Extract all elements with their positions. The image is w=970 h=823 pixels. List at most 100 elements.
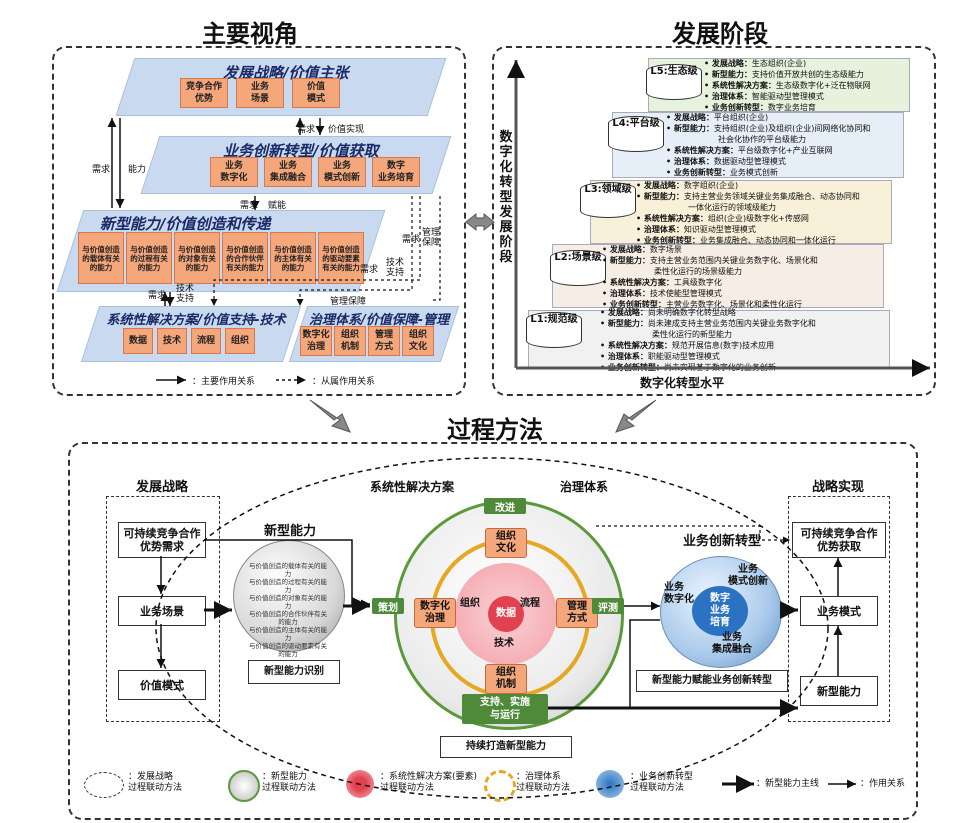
stage-detail-line: • 新型能力：支持价值开放共创的生态级能力 <box>704 69 871 80</box>
arrow-label-demand: 需求 <box>148 291 167 301</box>
stage-detail-label: • 治理体系： <box>600 352 648 361</box>
governance-item: 数字化 治理 <box>300 326 332 356</box>
stage-detail-label: • 业务创新转型： <box>666 168 730 177</box>
right-item-sustainable-gain: 可持续竞争合作 优势获取 <box>792 522 886 558</box>
stage-detail-line: • 发展战略：数字场景 <box>602 244 818 255</box>
capability-identify-label: 新型能力识别 <box>248 660 340 684</box>
stage-detail-text: 柔性化运行的场景级能力 <box>654 267 742 276</box>
stage-detail-line: • 新型能力：支持组织(企业)及组织(企业)间网络化协同和 <box>666 123 870 134</box>
stage-detail-label: • 新型能力： <box>602 256 650 265</box>
innovation-sphere-title: 业务创新转型 <box>682 534 761 549</box>
stage-detail-text: 规范开展信息(数字)技术应用 <box>671 341 775 350</box>
left-item-value-mode: 价值模式 <box>118 670 206 700</box>
stage-detail-label: • 业务创新转型： <box>636 236 700 245</box>
org-mechanism: 组织 机制 <box>485 664 527 694</box>
stage-detail-label: • 治理体系： <box>704 92 752 101</box>
sphere-word: 与价值创造的驱动要素有关的能力 <box>249 642 327 658</box>
org-culture: 组织 文化 <box>485 528 527 558</box>
stage-detail-text: 支持主营业务领域关键业务集成融合、动态协同和 <box>683 192 860 201</box>
stage-detail-line: • 治理体系：技术使能型管理模式 <box>602 288 818 299</box>
core-flow: 流程 <box>520 598 540 609</box>
stage-detail-label: • 系统性解决方案： <box>600 341 672 350</box>
legend-sub-relation: ：从属作用关系 <box>312 377 376 387</box>
solution-item: 流程 <box>191 328 221 354</box>
stage-detail-line: • 治理体系：数据驱动型管理模式 <box>666 156 870 167</box>
stage-detail-text: 生态组织(企业) <box>751 59 807 68</box>
stage-detail-text: 主营业务数字化、场景化和柔性化运行 <box>665 300 802 309</box>
stage-detail-text: 生态级数字化+泛在物联网 <box>775 81 871 90</box>
legend-strategy-text: ：发展战略 过程联动方法 <box>128 772 183 793</box>
stage-l1-cylinder: L1:规范级 <box>526 312 582 348</box>
capability-sphere <box>233 540 345 652</box>
stage-detail-line: • 发展战略：尚未明确数字化转型战略 <box>600 307 816 318</box>
stage-l3-band <box>590 180 892 244</box>
capability-sphere-title: 新型能力 <box>263 524 316 539</box>
sphere-word: 与价值创造的合作伙伴有关的能力 <box>249 610 327 626</box>
continuous-capability-label: 持续打造新型能力 <box>440 736 572 758</box>
stage-detail-text: 知识驱动型管理模式 <box>683 225 756 234</box>
main-perspective-panel <box>52 46 466 396</box>
governance-item: 管理 方式 <box>368 326 400 356</box>
stage-detail-label: • 系统性解决方案： <box>636 214 708 223</box>
legend-relation-text: ：作用关系 <box>860 779 906 789</box>
stage-detail-line: • 治理体系：知识驱动型管理模式 <box>636 224 860 235</box>
improve-label: 改进 <box>484 498 526 514</box>
stage-detail-text: 组织(企业)级数字化+传感网 <box>707 214 809 223</box>
management-mode: 管理 方式 <box>556 598 598 628</box>
capability-item: 与价值创造的合作伙伴有关的能力 <box>222 232 268 284</box>
digital-governance: 数字化 治理 <box>414 598 456 628</box>
stage-detail-line: 社会化协作的平台级能力 <box>666 134 870 145</box>
stage-detail-line: • 发展战略：平台组织(企业) <box>666 112 870 123</box>
strategy-item: 业务 场景 <box>236 78 284 108</box>
stage-detail-line: • 新型能力：尚未建成支持主营业务范围内关键业务数字化和 <box>600 318 816 329</box>
stage-detail-text: 尚未明确数字化转型战略 <box>647 308 736 317</box>
stage-detail-text: 业务集成融合、动态协同和一体化运行 <box>699 236 836 245</box>
x-axis-label: 数字化转型水平 <box>640 376 725 390</box>
arrow-label-demand: 需求 <box>297 125 316 135</box>
capability-item: 与价值创造的载体有关的能力 <box>78 232 124 284</box>
sphere-word: 与价值创造的主体有关的能力 <box>249 626 327 642</box>
stage-detail-text: 数字组织(企业) <box>683 181 739 190</box>
stage-detail-text: 社会化协作的平台级能力 <box>718 135 806 144</box>
stage-detail-label: • 发展战略： <box>600 308 648 317</box>
stage-detail-line: 一体化运行的领域级能力 <box>636 202 860 213</box>
title-development-stage: 发展阶段 <box>672 20 768 48</box>
stage-detail-line: • 治理体系：职能驱动型管理模式 <box>600 351 816 362</box>
stage-detail-text: 支持主营业务范围内关键业务数字化、场景化和 <box>649 256 818 265</box>
strategy-item: 价值 模式 <box>292 78 340 108</box>
stage-detail-text: 尚未建成支持主营业务范围内关键业务数字化和 <box>647 319 816 328</box>
stage-detail-line: • 系统性解决方案：规范开展信息(数字)技术应用 <box>600 340 816 351</box>
stage-l3-cylinder: L3:领域级 <box>580 182 636 218</box>
stage-detail-text: 工具级数字化 <box>673 278 722 287</box>
stage-detail-line: • 业务创新转型：业务集成融合、动态协同和一体化运行 <box>636 235 860 246</box>
solution-label: 系统性解决方案 <box>370 480 455 494</box>
innovation-item: 数字 业务培育 <box>372 157 420 187</box>
stage-detail-line: • 业务创新转型：数字业务培育 <box>704 102 871 113</box>
innovation-center: 数字 业务 培育 <box>692 586 748 636</box>
stage-l5-cylinder: L5:生态级 <box>646 64 702 100</box>
stage-l5-details: • 发展战略：生态组织(企业)• 新型能力：支持价值开放共创的生态级能力• 系统… <box>704 58 871 113</box>
legend-main-relation: ：主要作用关系 <box>192 377 256 387</box>
stage-detail-text: 数字场景 <box>649 245 682 254</box>
arrow-label-tech-support: 技术 支持 <box>176 284 195 304</box>
arrow-label-mgmt-guarantee: 管理保障 <box>330 297 367 307</box>
stage-detail-label: • 发展战略： <box>666 113 714 122</box>
core-data: 数据 <box>488 596 524 632</box>
capability-item: 与价值创造的对象有关的能力 <box>174 232 220 284</box>
stage-detail-label: • 业务创新转型： <box>704 103 768 112</box>
arrow-label-demand: 需求 <box>240 201 259 211</box>
arrow-label-tech-support: 技术 支持 <box>386 258 405 278</box>
stage-l1-band <box>528 310 890 368</box>
stage-l2-details: • 发展战略：数字场景• 新型能力：支持主营业务范围内关键业务数字化、场景化和柔… <box>602 244 818 310</box>
stage-detail-text: 柔性化运行的新型能力 <box>652 330 732 339</box>
stage-detail-line: • 系统性解决方案：平台级数字化+产业互联网 <box>666 145 870 156</box>
arrow-label-capability: 能力 <box>128 165 147 175</box>
right-realization-title: 战略实现 <box>811 480 864 495</box>
arrow-label-demand: 需求 <box>360 265 379 275</box>
innovation-mode: 业务 模式创新 <box>728 564 768 587</box>
stage-detail-line: • 系统性解决方案：工具级数字化 <box>602 277 818 288</box>
governance-label: 治理体系 <box>560 480 609 494</box>
legend-innovation-icon <box>596 770 624 798</box>
innovation-integration: 业务 集成融合 <box>712 632 752 655</box>
sphere-word: 与价值创造的载体有关的能力 <box>249 562 327 578</box>
